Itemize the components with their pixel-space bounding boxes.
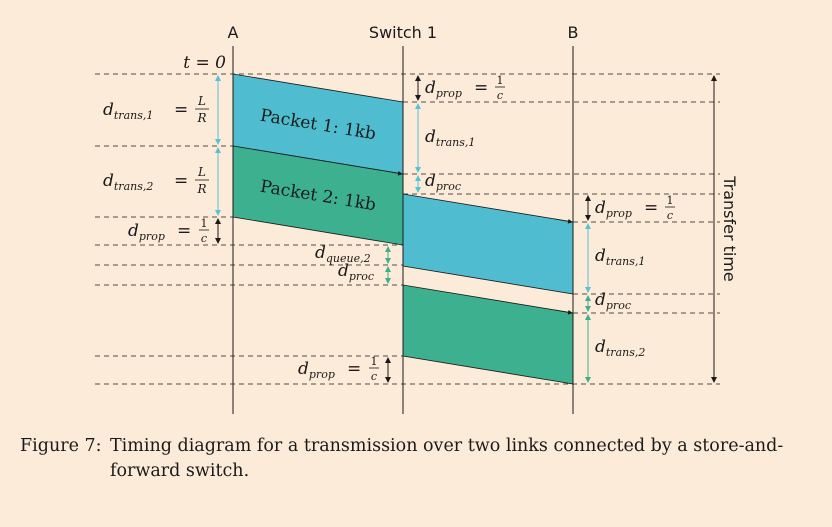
caption-label: Figure 7: <box>20 436 102 456</box>
svg-text:dtrans,2: dtrans,2 <box>103 171 153 193</box>
svg-text:L: L <box>197 94 206 108</box>
svg-text:R: R <box>196 182 206 196</box>
svg-text:dtrans,1: dtrans,1 <box>103 100 153 122</box>
svg-text:=: = <box>347 359 361 379</box>
label-dprop-b: dprop = 1 c <box>595 194 675 222</box>
column-label-a: A <box>228 23 239 42</box>
label-dproc-s2: dproc <box>338 261 374 283</box>
svg-text:c: c <box>497 89 503 102</box>
svg-text:=: = <box>474 78 488 98</box>
svg-text:=: = <box>177 221 191 241</box>
label-dprop-a: dprop = 1 c <box>128 217 209 245</box>
caption-text: Timing diagram for a transmission over t… <box>110 436 784 481</box>
label-dtrans1-s1: dtrans,1 <box>425 127 475 149</box>
label-dtrans2-eq: dtrans,2 = L R <box>103 165 209 196</box>
label-dprop-s1: dprop = 1 c <box>425 74 505 102</box>
label-dtrans1-b: dtrans,1 <box>595 246 645 268</box>
svg-text:c: c <box>667 209 673 222</box>
svg-text:L: L <box>197 165 206 179</box>
svg-text:1: 1 <box>371 355 378 368</box>
label-dtrans1-eq: dtrans,1 = L R <box>103 94 209 125</box>
svg-text:dprop: dprop <box>298 359 335 381</box>
figure-caption: Figure 7: Timing diagram for a transmiss… <box>20 434 820 484</box>
transfer-time-label: Transfer time <box>720 175 739 282</box>
svg-text:1: 1 <box>201 217 208 230</box>
label-dtrans2-b: dtrans,2 <box>595 337 645 359</box>
label-dqueue2: dqueue,2 <box>315 243 371 265</box>
svg-text:=: = <box>174 171 188 191</box>
svg-text:c: c <box>201 232 207 245</box>
label-dproc-b: dproc <box>595 290 631 312</box>
svg-text:1: 1 <box>497 74 504 87</box>
arrival-arrow <box>554 218 573 224</box>
column-label-b: B <box>568 23 579 42</box>
svg-text:c: c <box>371 370 377 383</box>
svg-text:R: R <box>196 111 206 125</box>
svg-text:dprop: dprop <box>425 78 462 100</box>
svg-text:dprop: dprop <box>128 221 165 243</box>
packet-1-link-2 <box>402 193 574 295</box>
label-dprop-s2: dprop = 1 c <box>298 355 379 383</box>
packet-2-link-2 <box>402 284 574 385</box>
svg-text:dprop: dprop <box>595 198 632 220</box>
label-dproc-s1: dproc <box>425 171 461 193</box>
arrival-arrow <box>384 170 403 176</box>
svg-text:1: 1 <box>667 194 674 207</box>
arrival-arrow <box>554 309 573 315</box>
svg-text:=: = <box>174 100 188 120</box>
column-label-switch: Switch 1 <box>369 23 437 42</box>
t0-label: t = 0 <box>183 53 226 73</box>
svg-text:=: = <box>644 198 658 218</box>
